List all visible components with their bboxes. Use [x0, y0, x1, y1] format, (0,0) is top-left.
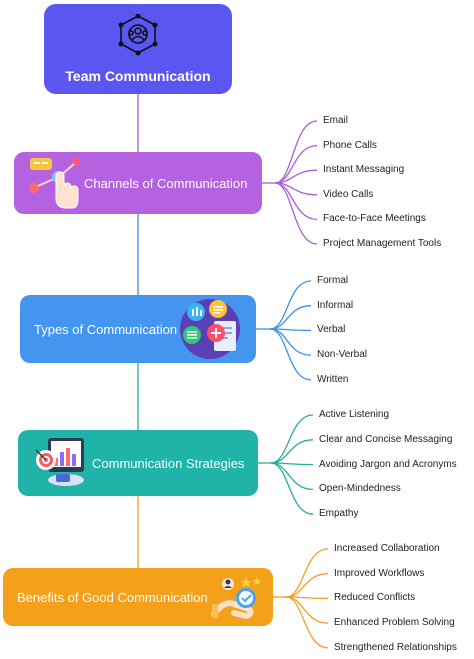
leaf-strategies-0[interactable]: Active Listening: [319, 409, 390, 420]
leaf-connector-line: [269, 328, 312, 356]
leaf-benefits-3[interactable]: Enhanced Problem Solving: [334, 617, 455, 629]
leaf-types-0[interactable]: Formal: [317, 275, 349, 286]
leaf-strategies-2[interactable]: Avoiding Jargon and Acronyms: [319, 458, 457, 470]
leaf-connector-line: [270, 462, 314, 491]
root-node[interactable]: Team Communication: [44, 4, 232, 94]
target-chart-icon: [35, 438, 84, 486]
leaf-connector-line: [285, 596, 329, 649]
handshake-check-icon: [211, 577, 262, 619]
leaf-connector-line: [285, 596, 329, 624]
leaf-connector-line: [285, 573, 329, 598]
benefits-of-good-communication-node[interactable]: Benefits of Good Communication: [3, 568, 273, 626]
leaf-channels-2[interactable]: Instant Messaging: [323, 164, 405, 176]
strategies-node-title: Communication Strategies: [92, 455, 245, 471]
leaf-channels-1[interactable]: Phone Calls: [323, 139, 377, 151]
leaf-channels-4[interactable]: Face-to-Face Meetings: [323, 213, 426, 225]
leaf-types-4[interactable]: Written: [317, 373, 349, 385]
benefits-node-title: Benefits of Good Communication: [17, 589, 208, 605]
leaf-connector-line: [274, 169, 318, 184]
leaf-channels-3[interactable]: Video Calls: [323, 188, 374, 200]
leaf-strategies-3[interactable]: Open-Mindedness: [319, 483, 401, 495]
leaf-connector-line: [269, 328, 312, 381]
leaf-benefits-0[interactable]: Increased Collaboration: [334, 543, 440, 554]
team-network-icon: [118, 14, 158, 56]
leaf-connector-line: [274, 182, 318, 245]
leaf-connector-line: [274, 182, 318, 221]
leaf-connector-line: [274, 144, 318, 184]
types-node-title: Types of Communication: [34, 321, 178, 337]
leaf-channels-5[interactable]: Project Management Tools: [323, 238, 442, 249]
leaf-connector-line: [269, 305, 312, 330]
leaf-connector-line: [285, 548, 329, 598]
leaf-connector-line: [274, 120, 318, 184]
leaf-types-2[interactable]: Verbal: [317, 324, 346, 336]
leaf-types-3[interactable]: Non-Verbal: [317, 349, 368, 361]
leaf-benefits-4[interactable]: Strengthened Relationships: [334, 641, 457, 653]
leaf-connector-line: [270, 414, 314, 464]
channels-of-communication-node[interactable]: Channels of Communication: [14, 152, 262, 214]
leaf-connector-line: [270, 462, 314, 515]
leaf-types-1[interactable]: Informal: [317, 299, 354, 311]
leaf-benefits-2[interactable]: Reduced Conflicts: [334, 592, 416, 604]
message-types-icon: [180, 299, 240, 359]
leaf-strategies-4[interactable]: Empathy: [319, 508, 359, 520]
leaf-strategies-1[interactable]: Clear and Concise Messaging: [319, 433, 453, 445]
leaf-benefits-1[interactable]: Improved Workflows: [334, 567, 425, 579]
leaf-channels-0[interactable]: Email: [323, 115, 349, 126]
root-title: Team Communication: [65, 68, 211, 84]
channels-node-title: Channels of Communication: [84, 175, 248, 191]
touch-chat-icon: [29, 158, 80, 209]
leaf-connector-line: [269, 280, 312, 330]
leaf-connector-line: [270, 439, 314, 464]
